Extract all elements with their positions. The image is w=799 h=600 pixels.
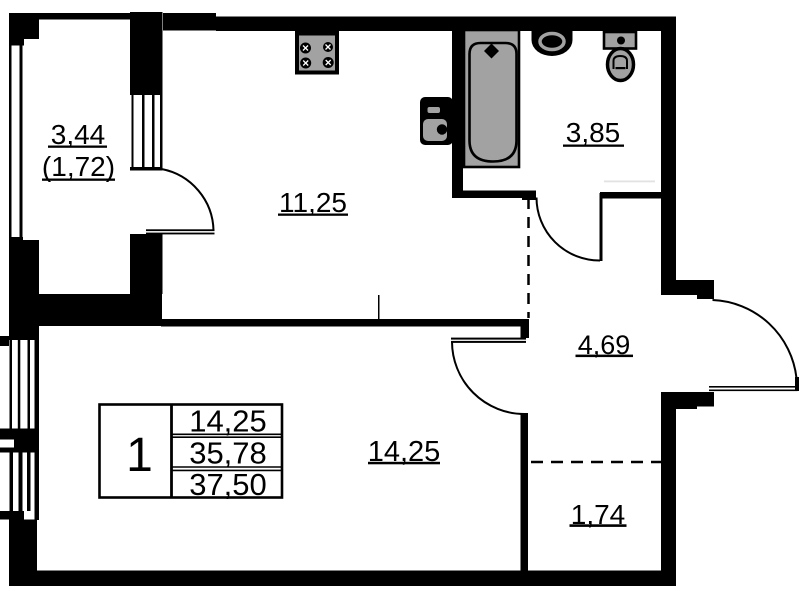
svg-text:3,85: 3,85 — [566, 117, 621, 148]
svg-text:37,50: 37,50 — [189, 467, 267, 502]
svg-text:(1,72): (1,72) — [42, 151, 115, 182]
svg-text:35,78: 35,78 — [189, 436, 267, 471]
svg-text:3,44: 3,44 — [51, 119, 106, 150]
svg-text:1: 1 — [126, 429, 153, 482]
svg-text:11,25: 11,25 — [279, 187, 347, 218]
svg-text:14,25: 14,25 — [189, 404, 267, 439]
